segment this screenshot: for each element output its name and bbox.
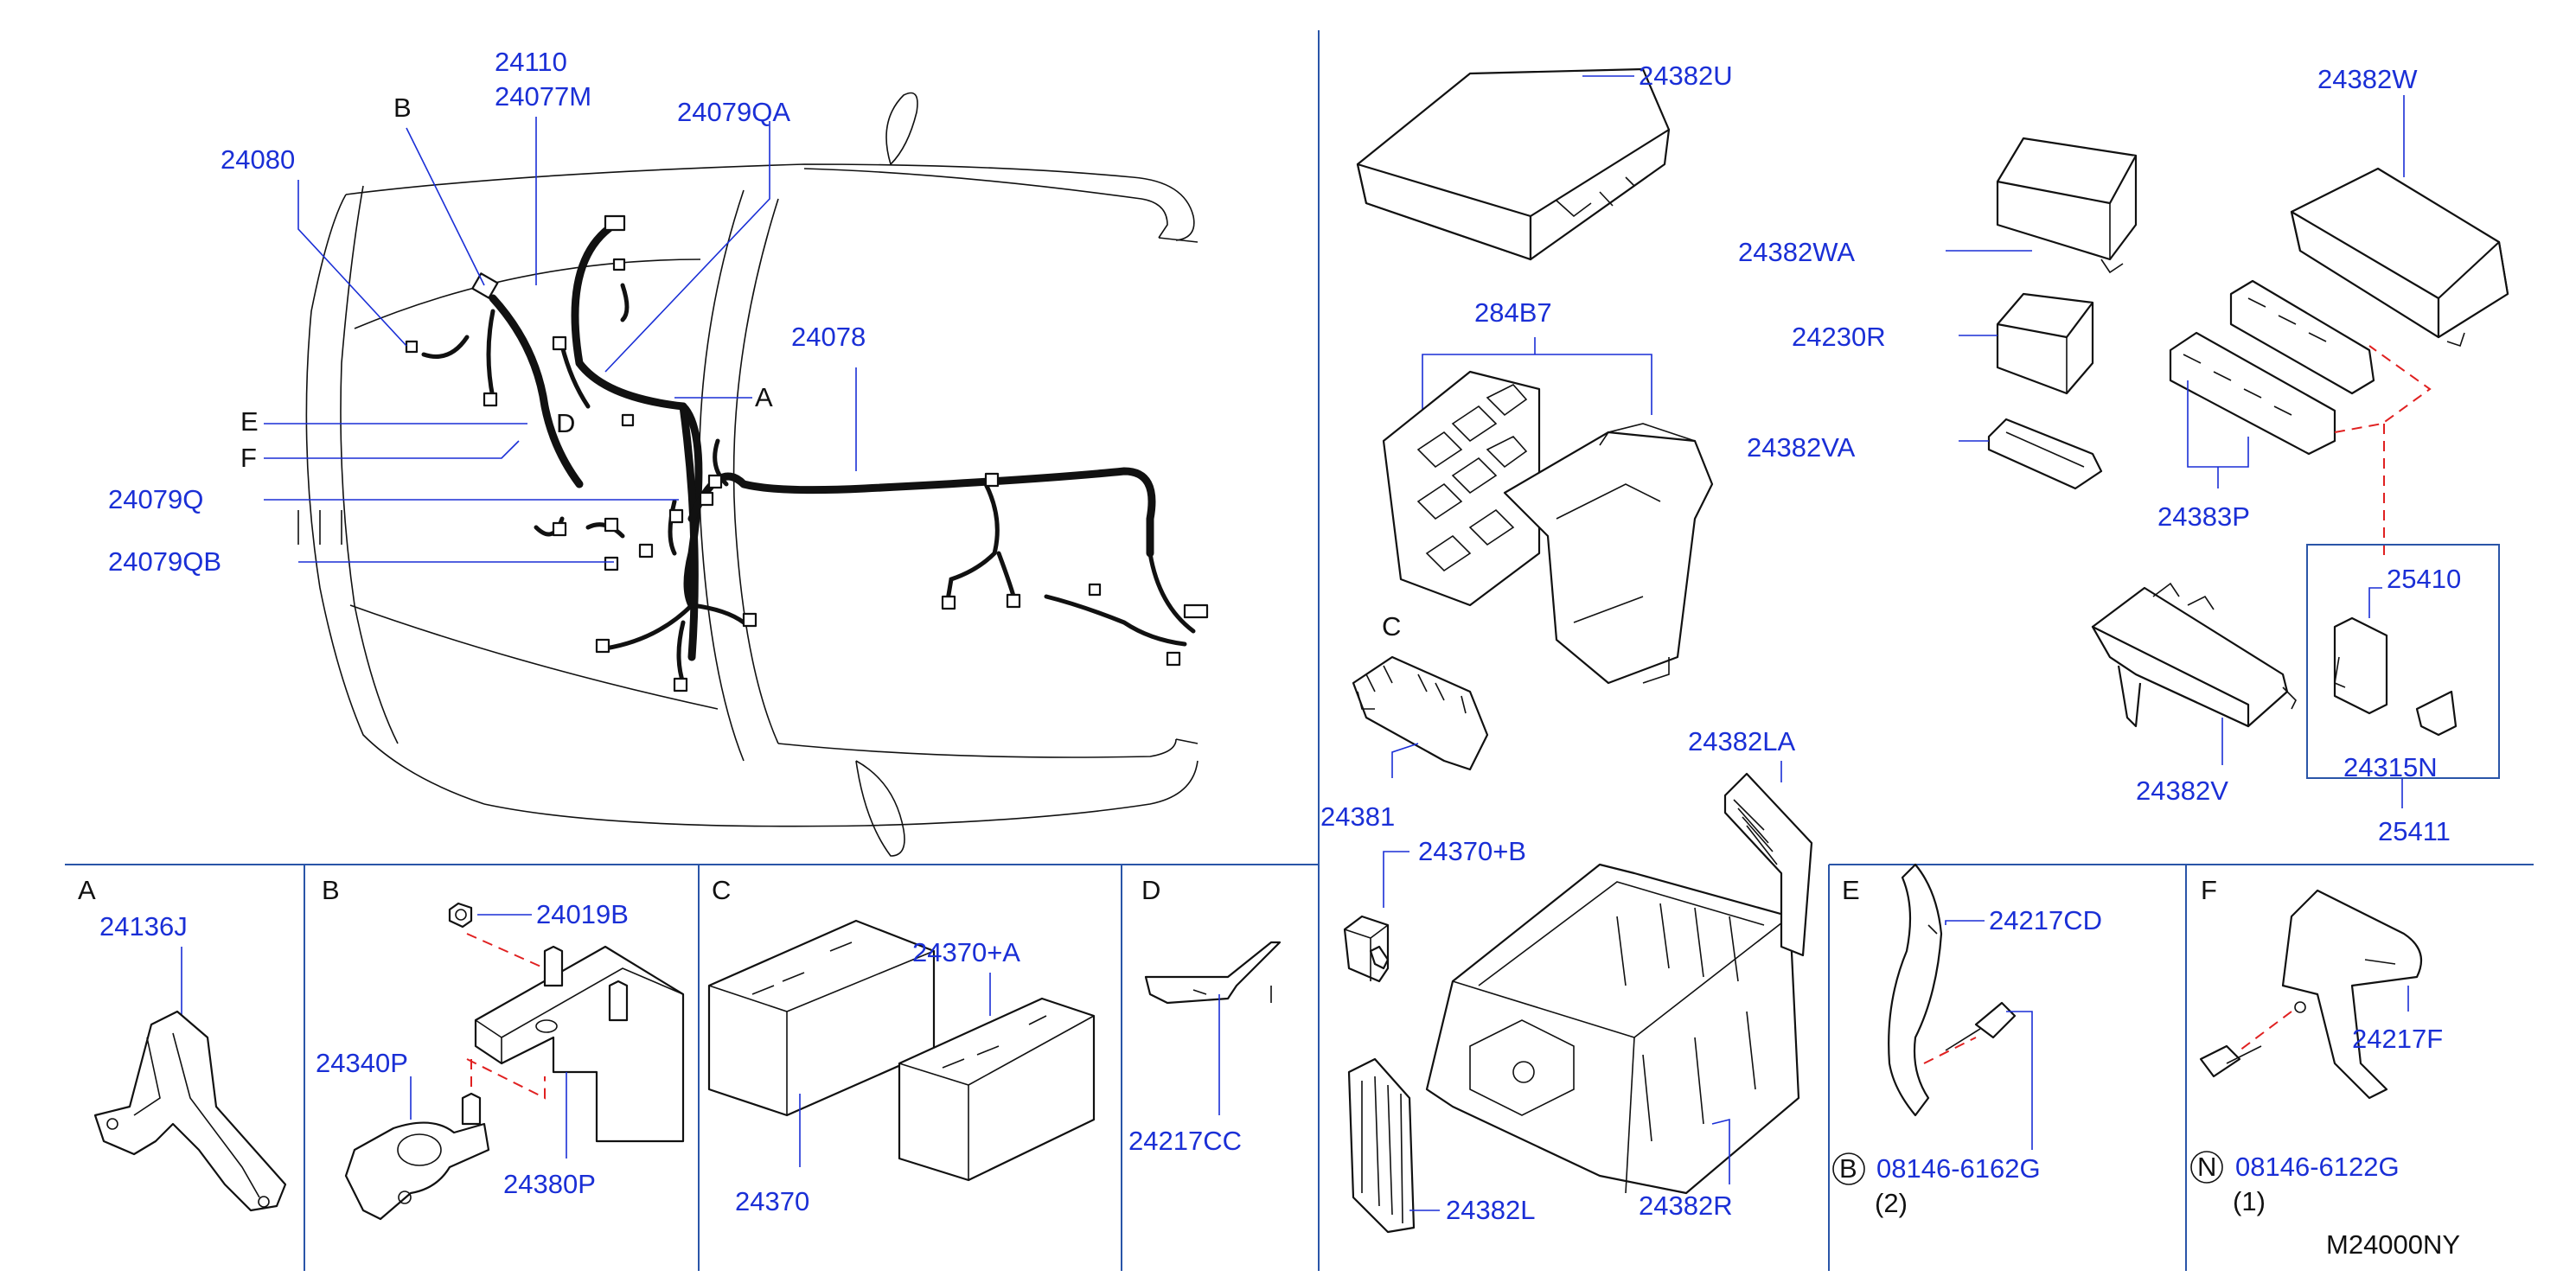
label-24382va: 24382VA [1747, 432, 1856, 463]
label-24078: 24078 [791, 322, 866, 352]
section-b: B 24019B 24340P 24380P [316, 875, 685, 1221]
label-24079qb: 24079QB [108, 546, 221, 577]
label-24382wa: 24382WA [1738, 237, 1855, 267]
section-f: F 24217F N 08146-6122G (1) M24000NY [2190, 875, 2460, 1260]
part-24382u: 24382U [1356, 61, 1733, 261]
callout-c: C [1382, 611, 1401, 642]
part-284b7: 284B7 [1382, 297, 1714, 685]
part-25411-assembly: 25410 24315N 25411 [2306, 544, 2500, 846]
label-24382r: 24382R [1639, 1190, 1733, 1221]
section-b-title: B [322, 875, 340, 905]
panel-dividers [65, 30, 2534, 1271]
label-24370b: 24370+B [1418, 836, 1526, 866]
symbol-b: B [1839, 1153, 1857, 1184]
label-24370: 24370 [735, 1186, 809, 1216]
label-24110: 24110 [495, 47, 567, 77]
part-24382la: 24382LA [1688, 726, 1813, 957]
label-24230r: 24230R [1792, 322, 1886, 352]
part-24370b: 24370+B [1343, 836, 1526, 983]
part-24230r: 24230R [1792, 292, 2094, 395]
label-24382w: 24382W [2317, 64, 2418, 94]
part-24383p: 24383P [2157, 279, 2375, 532]
quantity-note-2: (2) [1875, 1188, 1908, 1218]
section-c-title: C [712, 875, 731, 905]
callout-f: F [240, 443, 257, 473]
quantity-note-1: (1) [2233, 1186, 2266, 1216]
label-24370a: 24370+A [912, 937, 1020, 967]
label-25411: 25411 [2378, 816, 2451, 846]
label-24383p: 24383P [2157, 501, 2250, 532]
main-leaders [264, 117, 857, 563]
section-a: A 24136J [78, 875, 287, 1212]
main-view-labels: 24110 24077M 24079QA 24080 24078 24079Q … [108, 47, 866, 577]
section-c: C 24370+A 24370 [707, 875, 1096, 1216]
part-24382r: 24382R [1425, 863, 1800, 1221]
callout-d: D [556, 408, 575, 438]
label-24382la: 24382LA [1688, 726, 1795, 756]
label-24382u: 24382U [1639, 61, 1733, 91]
label-25410: 25410 [2387, 564, 2461, 594]
callout-b: B [393, 93, 412, 123]
part-24382va: 24382VA [1747, 418, 2103, 490]
label-24019b: 24019B [536, 899, 629, 929]
label-24217cd: 24217CD [1989, 905, 2102, 935]
wiring-harness [405, 214, 1209, 693]
label-24381: 24381 [1320, 801, 1395, 832]
section-d: D 24217CC [1128, 875, 1282, 1156]
label-24079qa: 24079QA [677, 97, 790, 127]
symbol-n: N [2197, 1152, 2216, 1182]
label-24077m: 24077M [495, 81, 591, 112]
part-24382l: 24382L [1347, 1057, 1535, 1234]
label-24217cc: 24217CC [1128, 1126, 1242, 1156]
label-24382v: 24382V [2136, 776, 2228, 806]
section-e-title: E [1842, 875, 1860, 905]
label-24315n: 24315N [2343, 752, 2438, 782]
label-284b7: 284B7 [1474, 297, 1552, 328]
section-e: E 24217CD B 08146-6162G (2) [1832, 863, 2102, 1218]
part-24381: C 24381 [1320, 611, 1489, 832]
section-d-title: D [1141, 875, 1160, 905]
part-24382v: 24382V [2091, 582, 2297, 806]
section-a-title: A [78, 875, 96, 905]
label-24080: 24080 [221, 144, 295, 175]
label-24382l: 24382L [1446, 1195, 1535, 1225]
callout-a: A [755, 382, 773, 412]
label-24079q: 24079Q [108, 484, 203, 514]
label-24217f: 24217F [2352, 1024, 2443, 1054]
label-08146-6162g: 08146-6162G [1876, 1153, 2041, 1184]
label-08146-6122g: 08146-6122G [2235, 1152, 2400, 1182]
label-24380p: 24380P [503, 1169, 596, 1199]
label-24136j: 24136J [99, 911, 188, 942]
label-24340p: 24340P [316, 1048, 408, 1078]
part-24382wa: 24382WA [1738, 137, 2138, 274]
drawing-code: M24000NY [2326, 1229, 2460, 1260]
part-24382w: 24382W [2290, 64, 2509, 348]
section-f-title: F [2201, 875, 2217, 905]
callout-e: E [240, 406, 259, 437]
guide-line-relay [2334, 345, 2432, 433]
